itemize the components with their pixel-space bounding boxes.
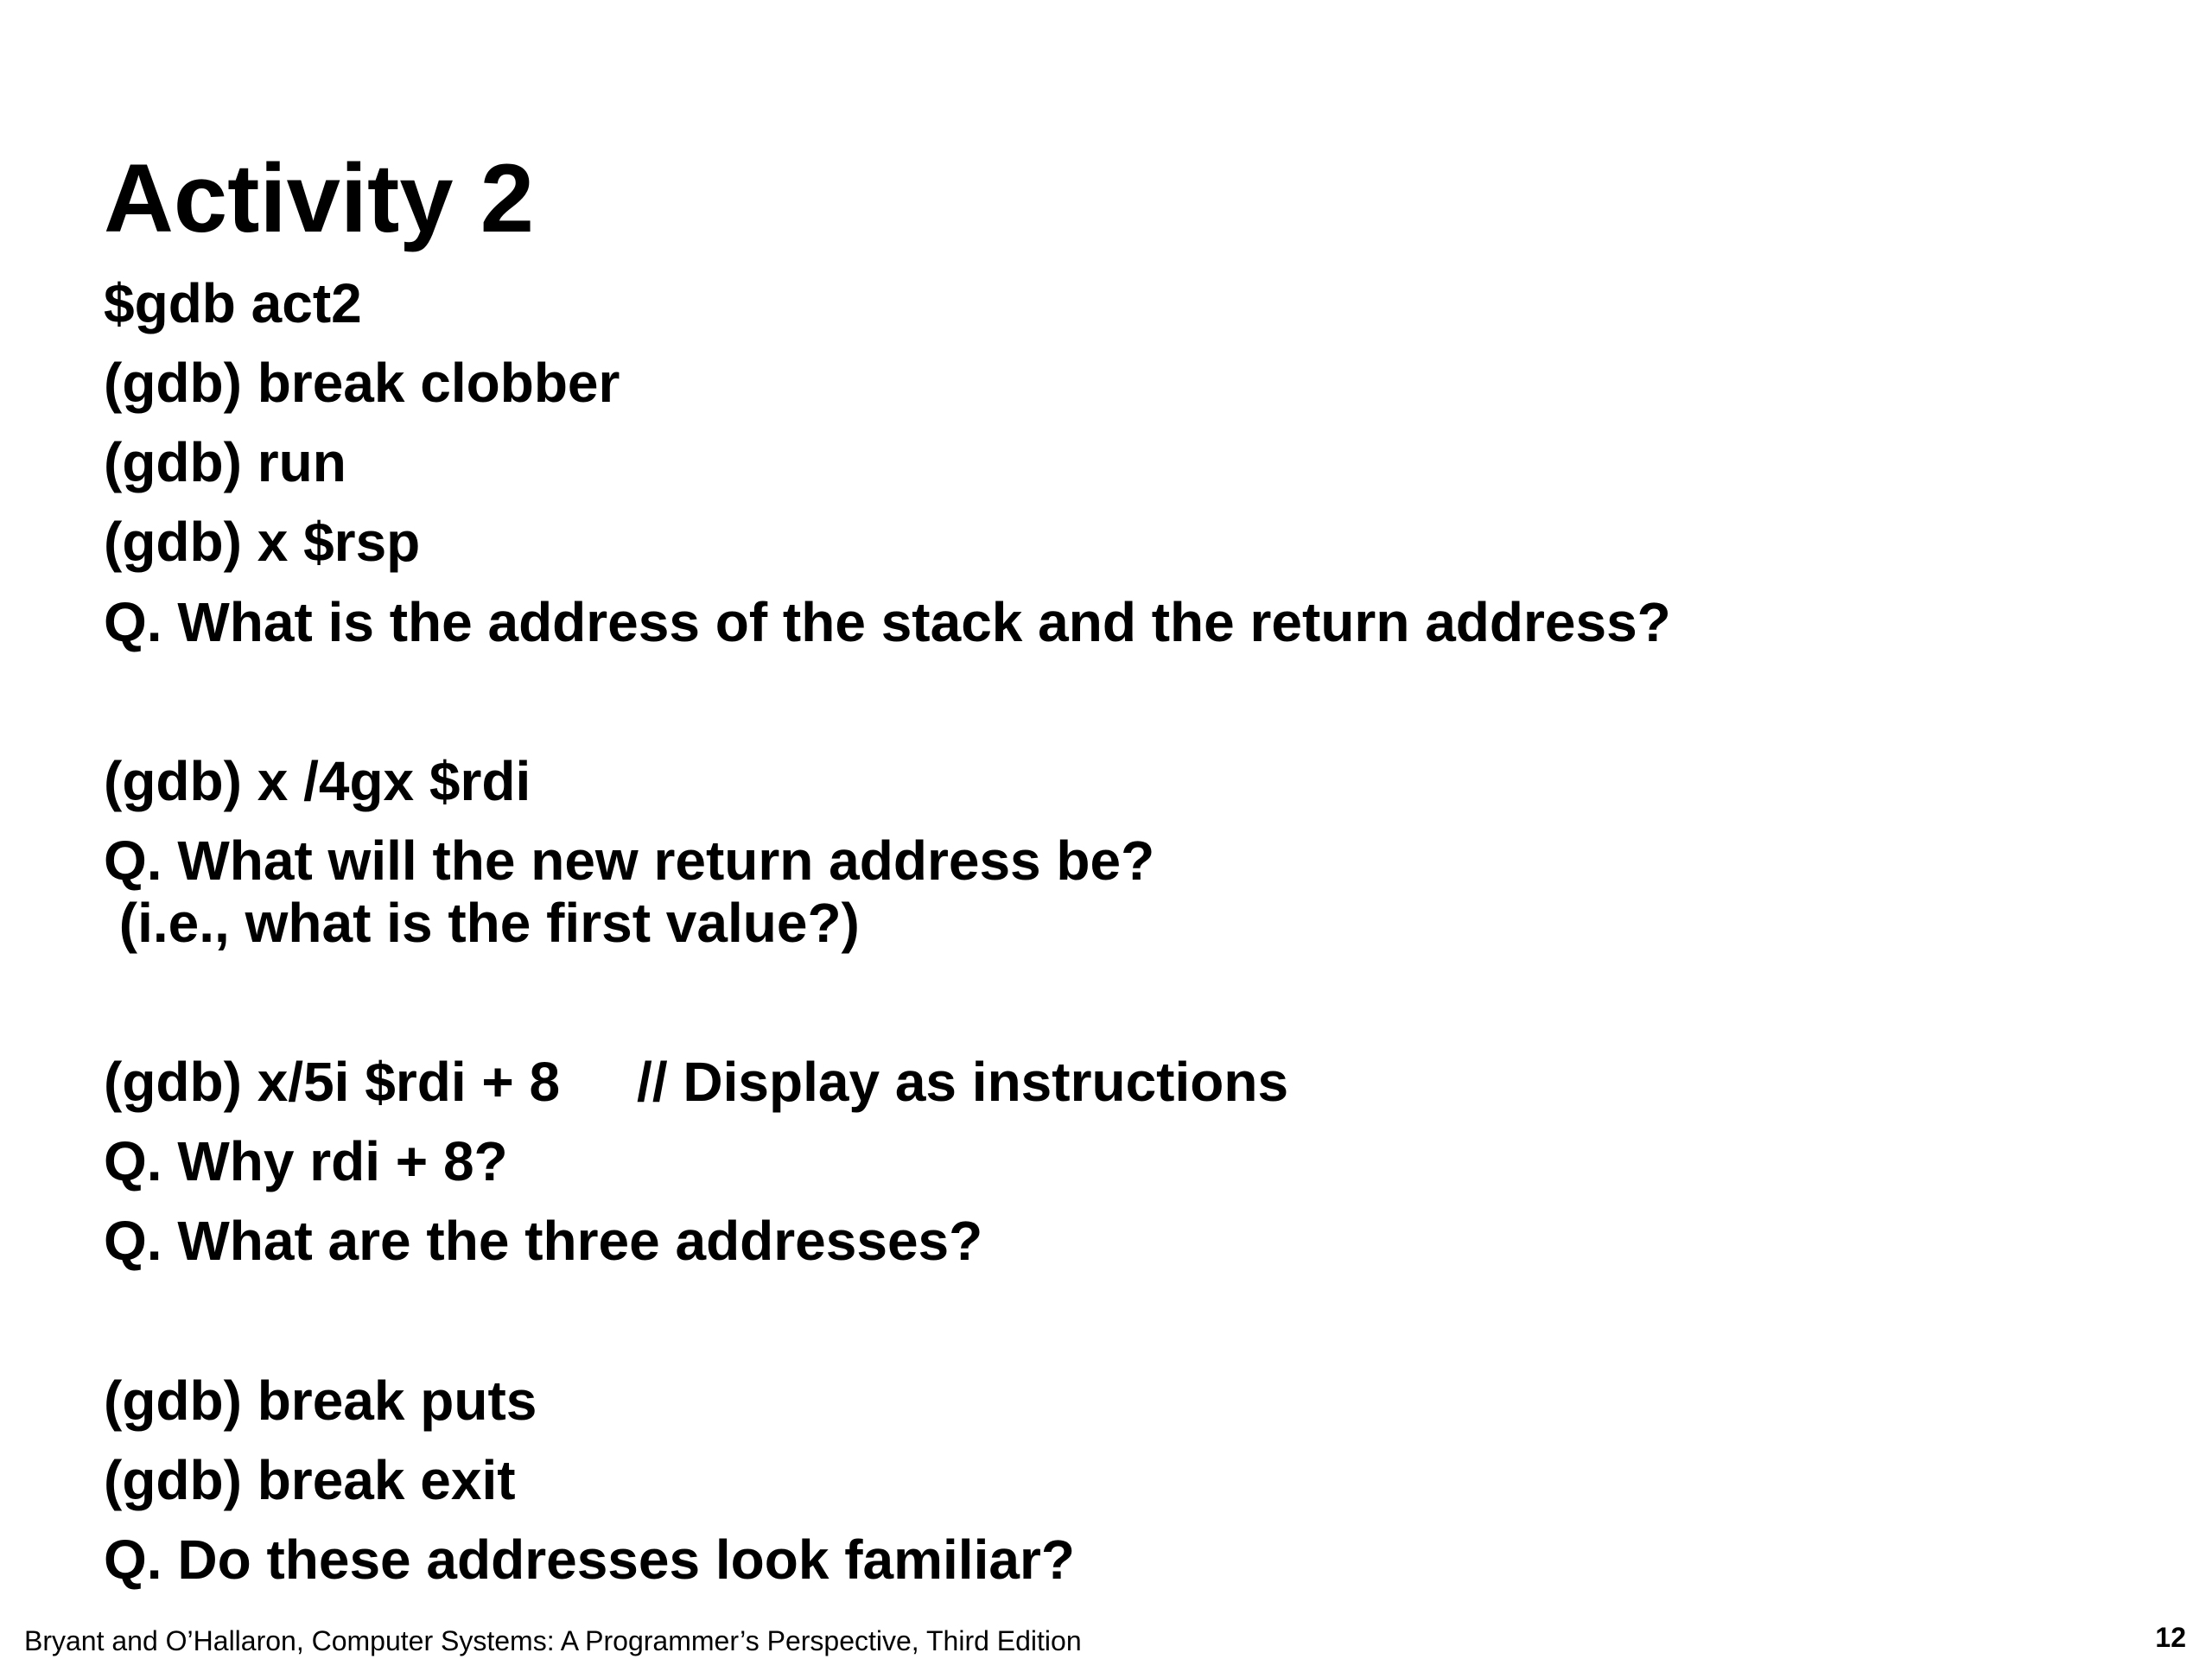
- question-first-value-note: (i.e., what is the first value?): [104, 892, 860, 954]
- question-addresses-familiar: Q. Do these addresses look familiar?: [104, 1529, 1075, 1591]
- question-new-return-address: Q. What will the new return address be?: [104, 830, 1155, 892]
- slide-title: Activity 2: [104, 144, 534, 252]
- page-number: 12: [2155, 1622, 2186, 1653]
- gdb-examine-rdi-command: (gdb) x /4gx $rdi: [104, 750, 531, 812]
- gdb-break-clobber-command: (gdb) break clobber: [104, 352, 620, 414]
- gdb-display-instructions-command: (gdb) x/5i $rdi + 8 // Display as instru…: [104, 1051, 1289, 1113]
- question-three-addresses: Q. What are the three addresses?: [104, 1210, 983, 1272]
- footer-citation: Bryant and O’Hallaron, Computer Systems:…: [24, 1625, 1082, 1656]
- question-stack-return-address: Q. What is the address of the stack and …: [104, 591, 1671, 653]
- gdb-examine-rsp-command: (gdb) x $rsp: [104, 511, 421, 573]
- question-why-rdi-plus-8: Q. Why rdi + 8?: [104, 1130, 508, 1192]
- gdb-break-exit-command: (gdb) break exit: [104, 1449, 516, 1511]
- gdb-break-puts-command: (gdb) break puts: [104, 1370, 537, 1432]
- gdb-launch-command: $gdb act2: [104, 272, 362, 334]
- gdb-run-command: (gdb) run: [104, 431, 346, 493]
